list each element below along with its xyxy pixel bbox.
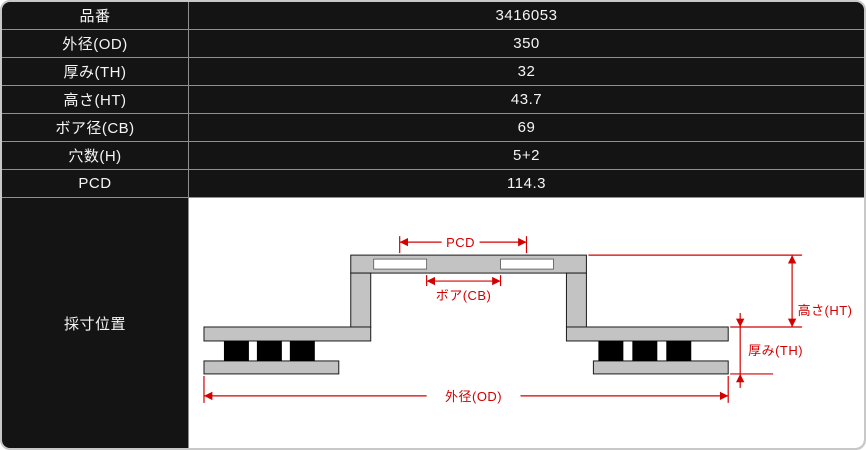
spec-value-outer-diameter: 350 — [513, 35, 540, 52]
vane — [256, 340, 282, 361]
vane — [289, 340, 315, 361]
spec-value-center-bore: 69 — [517, 119, 536, 136]
spec-label-height: 高さ(HT) — [2, 86, 189, 113]
measurement-diagram-cell: PCD ボア(CB) 高さ(HT) 厚み(TH) 外径(OD) — [189, 198, 864, 448]
rotor-cross-section-diagram: PCD ボア(CB) 高さ(HT) 厚み(TH) 外径(OD) — [203, 235, 853, 404]
od-dimension — [203, 375, 729, 403]
spec-row-hole-count: 穴数(H) 5+2 — [2, 142, 864, 170]
bore-dimension-label: ボア(CB) — [436, 288, 492, 303]
bolt-hole-right — [500, 258, 554, 270]
spec-label-pcd: PCD — [2, 170, 189, 197]
spec-label-center-bore: ボア径(CB) — [2, 114, 189, 141]
spec-row-outer-diameter: 外径(OD) 350 — [2, 30, 864, 58]
vane — [632, 340, 658, 361]
rotor-vanes — [223, 340, 692, 361]
vane — [666, 340, 692, 361]
spec-label-hole-count: 穴数(H) — [2, 142, 189, 169]
ring-top-left — [203, 326, 372, 342]
spec-row-thickness: 厚み(TH) 32 — [2, 58, 864, 86]
pcd-dimension — [399, 236, 528, 254]
vane — [598, 340, 624, 361]
hat-wall-left — [350, 272, 372, 328]
measurement-row-label: 採寸位置 — [2, 198, 189, 448]
dimension-label-texts: PCD ボア(CB) 高さ(HT) 厚み(TH) 外径(OD) — [436, 235, 853, 404]
vane — [223, 340, 249, 361]
spec-value-hole-count: 5+2 — [513, 147, 540, 164]
ring-bottom-right — [592, 360, 729, 375]
dimension-lines — [203, 236, 803, 403]
ring-top-right — [565, 326, 729, 342]
bore-dimension — [426, 275, 502, 287]
height-dimension-label: 高さ(HT) — [798, 303, 853, 318]
hat-wall-right — [565, 272, 587, 328]
spec-row-pcd: PCD 114.3 — [2, 170, 864, 198]
spec-label-part-number: 品番 — [2, 2, 189, 29]
height-dimension — [588, 254, 803, 328]
bolt-holes — [373, 258, 554, 270]
spec-label-thickness: 厚み(TH) — [2, 58, 189, 85]
spec-row-height: 高さ(HT) 43.7 — [2, 86, 864, 114]
bolt-hole-left — [373, 258, 428, 270]
spec-value-thickness: 32 — [517, 63, 536, 80]
ring-bottom-left — [203, 360, 340, 375]
pcd-dimension-label: PCD — [446, 235, 475, 250]
spec-row-part-number: 品番 3416053 — [2, 2, 864, 30]
measurement-diagram-row: 採寸位置 — [2, 198, 864, 448]
spec-value-height: 43.7 — [510, 91, 543, 108]
thickness-dimension-label: 厚み(TH) — [748, 343, 803, 358]
thickness-dimension — [730, 313, 774, 388]
spec-value-part-number: 3416053 — [495, 7, 558, 24]
spec-value-pcd: 114.3 — [507, 175, 546, 192]
spec-label-outer-diameter: 外径(OD) — [2, 30, 189, 57]
spec-row-center-bore: ボア径(CB) 69 — [2, 114, 864, 142]
od-dimension-label: 外径(OD) — [445, 389, 502, 404]
